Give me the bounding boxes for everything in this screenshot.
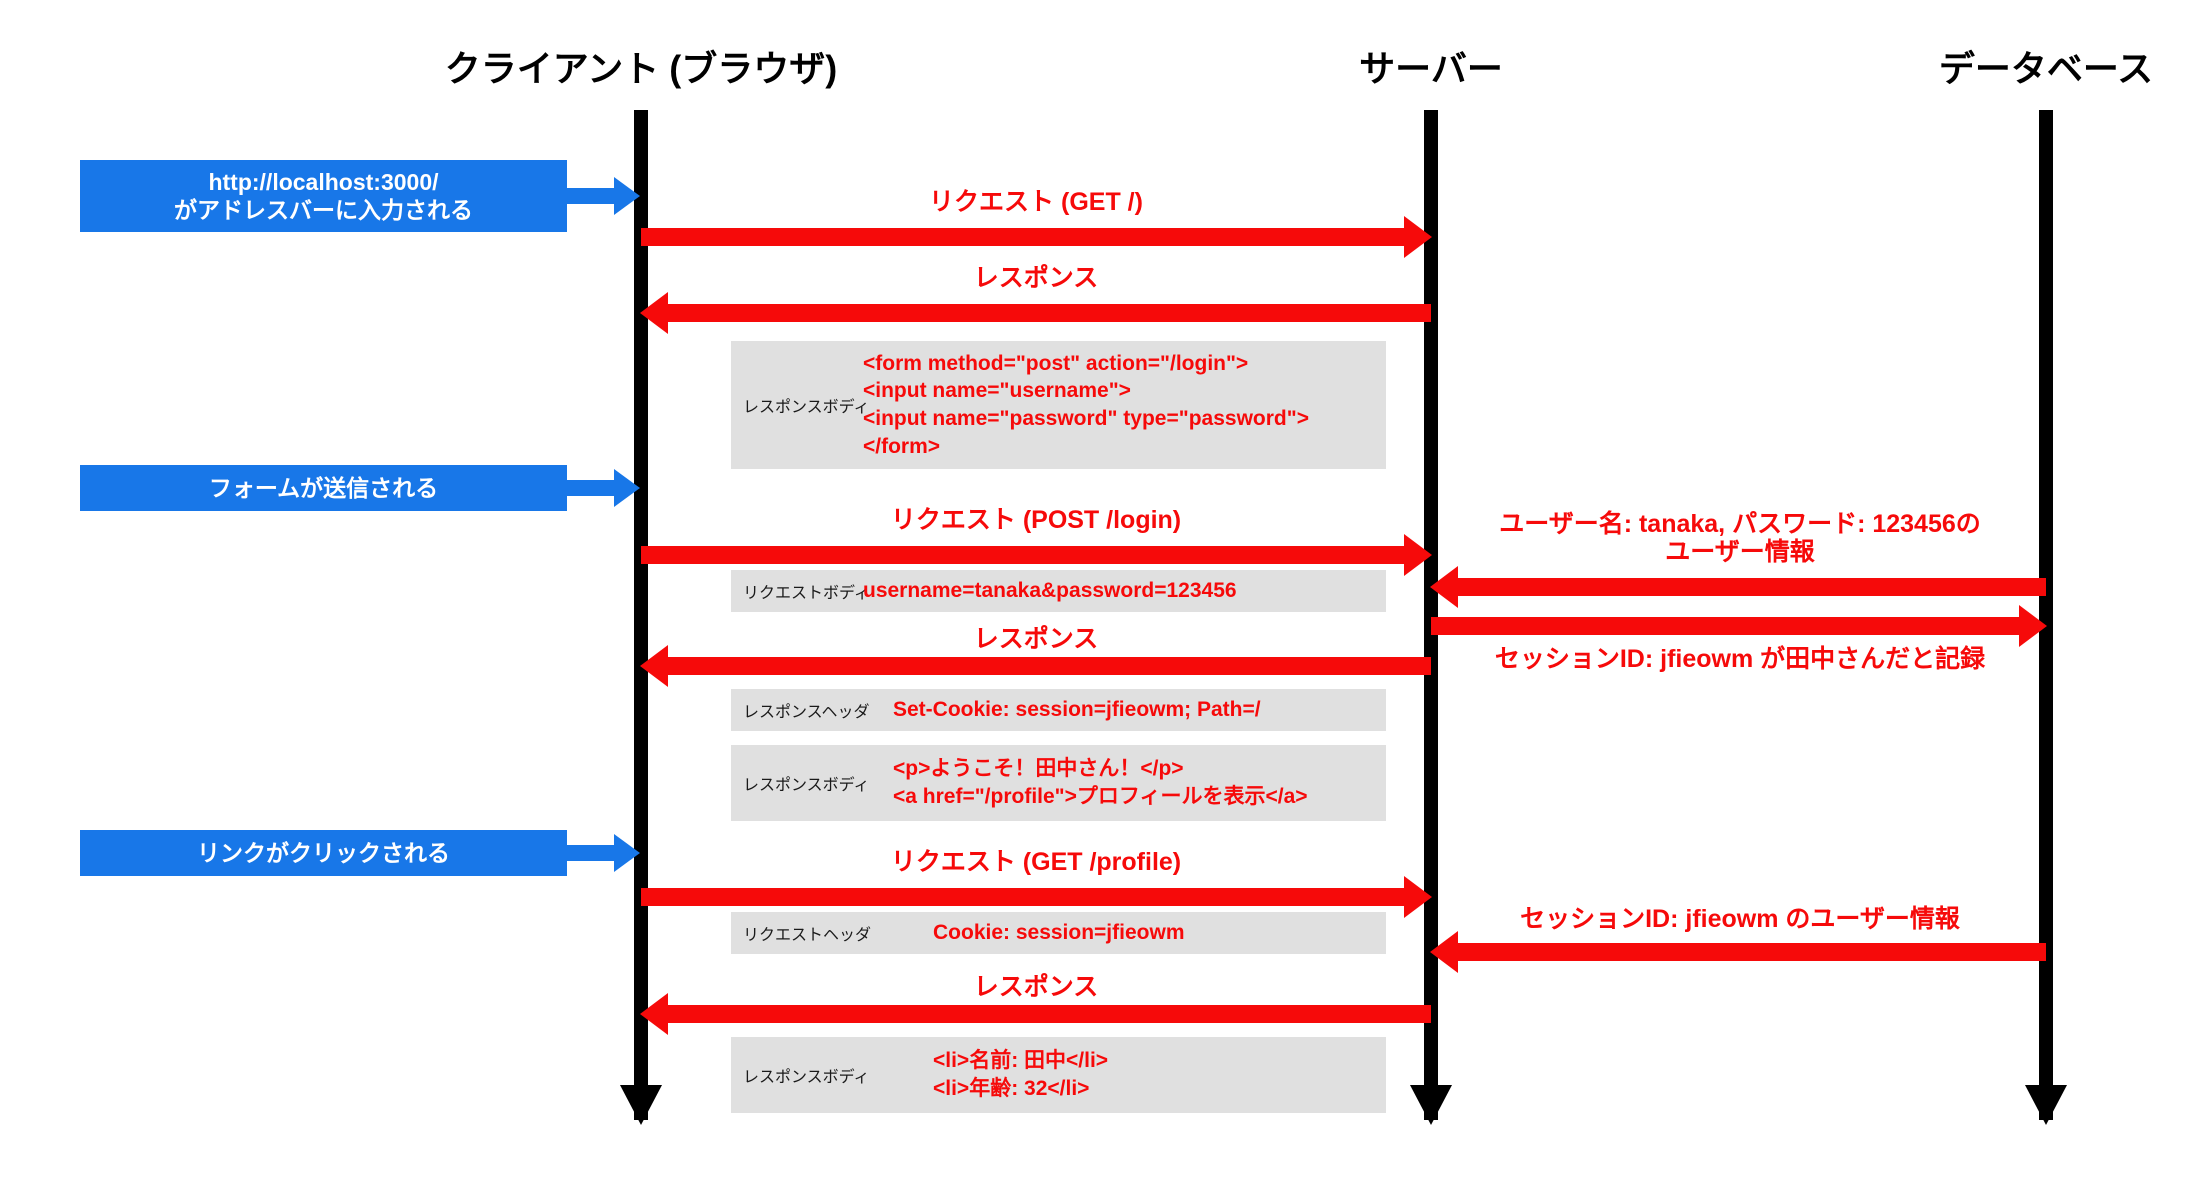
msg-db-session-user-arrow [1430,931,2046,973]
lifeline-server-arrowhead [1410,1085,1452,1125]
lifeline-database-arrowhead [2025,1085,2067,1125]
arrow-shaft [665,1005,1431,1023]
payload-body: Cookie: session=jfieowm [933,921,1185,945]
arrow-shaft [665,304,1431,322]
msg-get-profile-label: リクエスト (GET /profile) [890,848,1182,876]
note-link-clicked: リンクがクリックされる [80,830,567,876]
arrow-shaft [641,546,1407,564]
msg-response-1-label: レスポンス [973,264,1099,292]
note-form-submitted-arrowhead [614,469,640,507]
msg-get-root-arrow [641,216,1432,258]
payload-response-body-profile: レスポンスボディ <li>名前: 田中</li> <li>年齢: 32</li> [731,1037,1386,1113]
msg-db-store-session-arrow [1431,605,2047,647]
msg-response-2-arrow [640,645,1431,687]
arrow-shaft [1455,578,2046,596]
lifeline-client-arrowhead [620,1085,662,1125]
payload-body: <form method="post" action="/login"> <in… [863,351,1309,458]
msg-db-store-session-label: セッションID: jfieowm が田中さんだと記録 [1494,645,1986,673]
note-link-clicked-arrowhead [614,834,640,872]
arrow-shaft [665,657,1431,675]
payload-tag: レスポンスヘッダ [743,704,870,721]
arrow-shaft [1431,617,2022,635]
payload-tag: レスポンスボディ [743,1069,870,1086]
msg-db-session-user-label: セッションID: jfieowm のユーザー情報 [1520,905,1960,933]
participant-title-database: データベース [1938,48,2154,89]
note-url-entered: http://localhost:3000/ がアドレスバーに入力される [80,160,567,232]
msg-response-2-label: レスポンス [973,625,1099,653]
note-url-entered-arrowhead [614,177,640,215]
msg-db-query-user-arrow [1430,566,2046,608]
payload-request-body-login: リクエストボディ username=tanaka&password=123456 [731,570,1386,612]
msg-post-login-arrow [641,534,1432,576]
payload-request-header-cookie: リクエストヘッダ Cookie: session=jfieowm [731,912,1386,954]
payload-body: <p>ようこそ！田中さん！</p> <a href="/profile">プロフ… [893,757,1308,808]
note-form-submitted: フォームが送信される [80,465,567,511]
arrow-shaft [641,228,1407,246]
arrowhead-left [1430,931,1458,973]
payload-tag: レスポンスボディ [743,399,870,416]
payload-body: username=tanaka&password=123456 [863,579,1237,603]
arrowhead-right [1404,876,1432,918]
payload-response-header-setcookie: レスポンスヘッダ Set-Cookie: session=jfieowm; Pa… [731,689,1386,731]
note-form-submitted-connector [567,480,622,496]
arrow-shaft [641,888,1407,906]
payload-body: <li>名前: 田中</li> <li>年齢: 32</li> [933,1049,1109,1100]
lifeline-client [634,110,648,1120]
arrowhead-left [1430,566,1458,608]
note-url-entered-connector [567,188,622,204]
arrowhead-left [640,993,668,1035]
arrowhead-left [640,292,668,334]
payload-tag: リクエストヘッダ [743,927,872,944]
arrowhead-right [2019,605,2047,647]
payload-tag: リクエストボディ [743,585,870,602]
payload-response-body-welcome: レスポンスボディ <p>ようこそ！田中さん！</p> <a href="/pro… [731,745,1386,821]
msg-response-3-arrow [640,993,1431,1035]
msg-db-query-user-label: ユーザー名: tanaka, パスワード: 123456の ユーザー情報 [1499,510,1981,566]
msg-get-profile-arrow [641,876,1432,918]
participant-title-client: クライアント (ブラウザ) [444,48,838,89]
msg-post-login-label: リクエスト (POST /login) [890,506,1182,534]
payload-response-body-form: レスポンスボディ <form method="post" action="/lo… [731,341,1386,469]
msg-response-1-arrow [640,292,1431,334]
payload-tag: レスポンスボディ [743,777,870,794]
arrow-shaft [1455,943,2046,961]
payload-body: Set-Cookie: session=jfieowm; Path=/ [893,698,1261,722]
lifeline-server [1424,110,1438,1120]
arrowhead-left [640,645,668,687]
arrowhead-right [1404,216,1432,258]
msg-get-root-label: リクエスト (GET /) [929,188,1143,216]
note-link-clicked-connector [567,845,622,861]
participant-title-server: サーバー [1359,48,1503,89]
msg-response-3-label: レスポンス [973,973,1099,1001]
arrowhead-right [1404,534,1432,576]
